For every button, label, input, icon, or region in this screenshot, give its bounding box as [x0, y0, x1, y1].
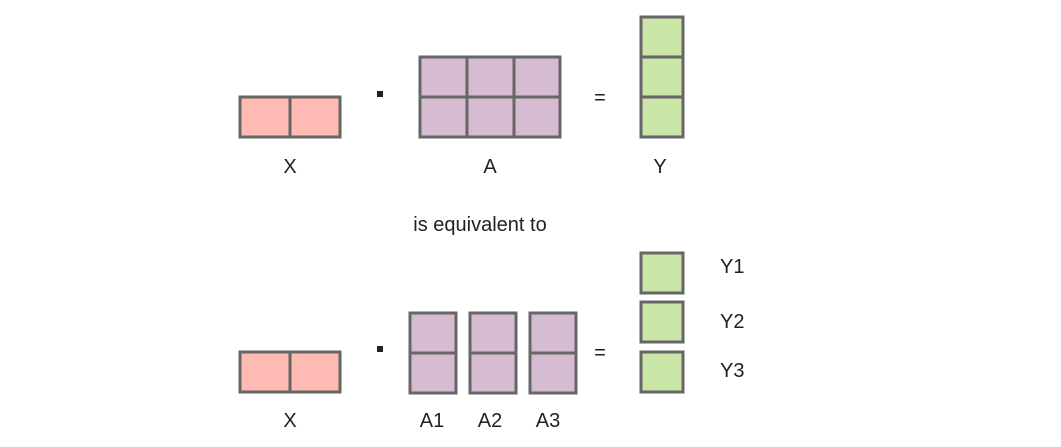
- top-y-label: Y: [653, 156, 666, 178]
- top-equals-sign: =: [594, 87, 606, 109]
- bottom-a3-cell-1: [528, 311, 578, 355]
- bottom-a3-label: A3: [536, 410, 560, 432]
- bottom-a1-label: A1: [420, 410, 444, 432]
- bottom-a1-cell-1: [408, 311, 458, 355]
- top-a-cell-2-3: [512, 95, 562, 139]
- top-equation: = X A Y: [238, 15, 685, 178]
- bottom-x-label: X: [283, 410, 296, 432]
- bottom-equation: = Y1 Y2 Y3 X A1 A2 A3: [238, 251, 744, 432]
- top-a-label: A: [483, 156, 497, 178]
- bottom-a3-matrix: [528, 311, 578, 395]
- bottom-x-cell-2: [288, 350, 342, 394]
- top-x-matrix: [238, 95, 342, 139]
- bottom-y2-cell: [639, 300, 685, 344]
- bottom-y2-label: Y2: [720, 311, 744, 333]
- top-x-cell-2: [288, 95, 342, 139]
- bottom-x-cell-1: [238, 350, 292, 394]
- equivalence-text: is equivalent to: [413, 214, 546, 236]
- bottom-a2-cell-2: [468, 351, 518, 395]
- top-y-cell-3: [639, 95, 685, 139]
- top-dot-operator: [377, 91, 383, 97]
- bottom-a3-cell-2: [528, 351, 578, 395]
- top-y-matrix: [639, 15, 685, 139]
- bottom-dot-operator: [377, 346, 383, 352]
- top-a-cell-1-1: [418, 55, 469, 99]
- bottom-a1-cell-2: [408, 351, 458, 395]
- bottom-a2-label: A2: [478, 410, 502, 432]
- bottom-a1-matrix: [408, 311, 458, 395]
- top-a-cell-2-1: [418, 95, 469, 139]
- bottom-a2-matrix: [468, 311, 518, 395]
- top-a-matrix: [418, 55, 562, 139]
- top-x-cell-1: [238, 95, 292, 139]
- top-a-cell-1-2: [465, 55, 516, 99]
- bottom-x-matrix: [238, 350, 342, 394]
- top-a-cell-1-3: [512, 55, 562, 99]
- bottom-equals-sign: =: [594, 342, 606, 364]
- bottom-y3-label: Y3: [720, 360, 744, 382]
- top-y-cell-1: [639, 15, 685, 59]
- top-x-label: X: [283, 156, 296, 178]
- bottom-y1-label: Y1: [720, 256, 744, 278]
- top-a-cell-2-2: [465, 95, 516, 139]
- top-y-cell-2: [639, 55, 685, 99]
- bottom-a2-cell-1: [468, 311, 518, 355]
- bottom-y3-cell: [639, 350, 685, 394]
- bottom-y1-cell: [639, 251, 685, 295]
